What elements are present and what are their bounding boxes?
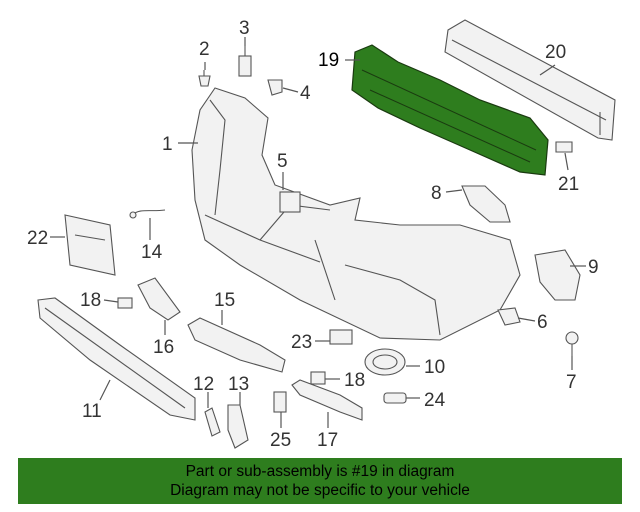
part-6-bracket bbox=[497, 307, 521, 326]
callout-14[interactable]: 14 bbox=[141, 242, 163, 263]
callout-11[interactable]: 11 bbox=[82, 401, 102, 422]
part-1-bumper-cover bbox=[191, 87, 521, 341]
part-22-plate-bracket bbox=[64, 214, 116, 276]
part-9-fog-bracket bbox=[534, 249, 581, 301]
part-2-clip bbox=[198, 70, 211, 87]
callout-19[interactable]: 19 bbox=[318, 50, 339, 71]
info-banner: Part or sub-assembly is #19 in diagram D… bbox=[18, 458, 622, 504]
part-25-sensor bbox=[273, 391, 287, 413]
callout-labels: 19 20 2 3 4 1 5 8 21 22 14 9 18 15 16 6 … bbox=[27, 18, 599, 451]
callout-15[interactable]: 15 bbox=[214, 290, 235, 311]
part-20-reinforcement bbox=[444, 19, 616, 141]
callout-8[interactable]: 8 bbox=[431, 183, 442, 204]
callout-23[interactable]: 23 bbox=[291, 332, 312, 353]
part-24-reflector bbox=[383, 392, 407, 404]
part-4-bracket bbox=[267, 79, 283, 96]
part-10-fog-cover bbox=[364, 348, 406, 376]
part-12-bracket bbox=[204, 407, 221, 437]
part-5-sensor-bracket bbox=[279, 191, 301, 213]
callout-10[interactable]: 10 bbox=[424, 357, 445, 378]
part-15-support bbox=[187, 317, 286, 373]
callout-6[interactable]: 6 bbox=[537, 312, 548, 333]
callout-22[interactable]: 22 bbox=[27, 228, 48, 249]
callout-12[interactable]: 12 bbox=[193, 374, 214, 395]
callout-24[interactable]: 24 bbox=[424, 390, 446, 411]
callout-21[interactable]: 21 bbox=[558, 174, 579, 195]
callout-25[interactable]: 25 bbox=[270, 430, 291, 451]
part-18b-clip bbox=[310, 371, 326, 385]
part-16-bracket bbox=[137, 277, 181, 321]
part-23-connector bbox=[329, 329, 353, 345]
part-18a-clip bbox=[117, 297, 133, 309]
part-21-bolt bbox=[555, 141, 573, 153]
callout-2[interactable]: 2 bbox=[199, 39, 210, 60]
part-14-wire bbox=[129, 209, 166, 219]
leader-lines bbox=[50, 37, 586, 428]
parts-diagram: 19 20 2 3 4 1 5 8 21 22 14 9 18 15 16 6 … bbox=[27, 18, 616, 451]
banner-line-2: Diagram may not be specific to your vehi… bbox=[170, 482, 470, 499]
callout-16[interactable]: 16 bbox=[153, 337, 174, 358]
callout-9[interactable]: 9 bbox=[588, 257, 599, 278]
callout-4[interactable]: 4 bbox=[300, 83, 311, 104]
callout-5[interactable]: 5 bbox=[277, 151, 288, 172]
part-19-absorber[interactable] bbox=[351, 44, 549, 176]
part-3-fastener bbox=[238, 46, 252, 77]
part-17-molding bbox=[291, 379, 363, 421]
callout-1[interactable]: 1 bbox=[162, 134, 173, 155]
callout-3[interactable]: 3 bbox=[239, 18, 250, 39]
callout-7[interactable]: 7 bbox=[566, 372, 577, 393]
part-8-bracket bbox=[461, 185, 511, 223]
part-7-screw bbox=[565, 331, 579, 356]
callout-18-right[interactable]: 18 bbox=[344, 370, 365, 391]
part-13-bracket bbox=[227, 404, 249, 449]
part-11-grille bbox=[37, 297, 196, 421]
callout-20[interactable]: 20 bbox=[545, 42, 566, 63]
callout-18-left[interactable]: 18 bbox=[80, 290, 101, 311]
banner-line-1: Part or sub-assembly is #19 in diagram bbox=[185, 463, 455, 480]
callout-17[interactable]: 17 bbox=[317, 430, 338, 451]
callout-13[interactable]: 13 bbox=[228, 374, 249, 395]
